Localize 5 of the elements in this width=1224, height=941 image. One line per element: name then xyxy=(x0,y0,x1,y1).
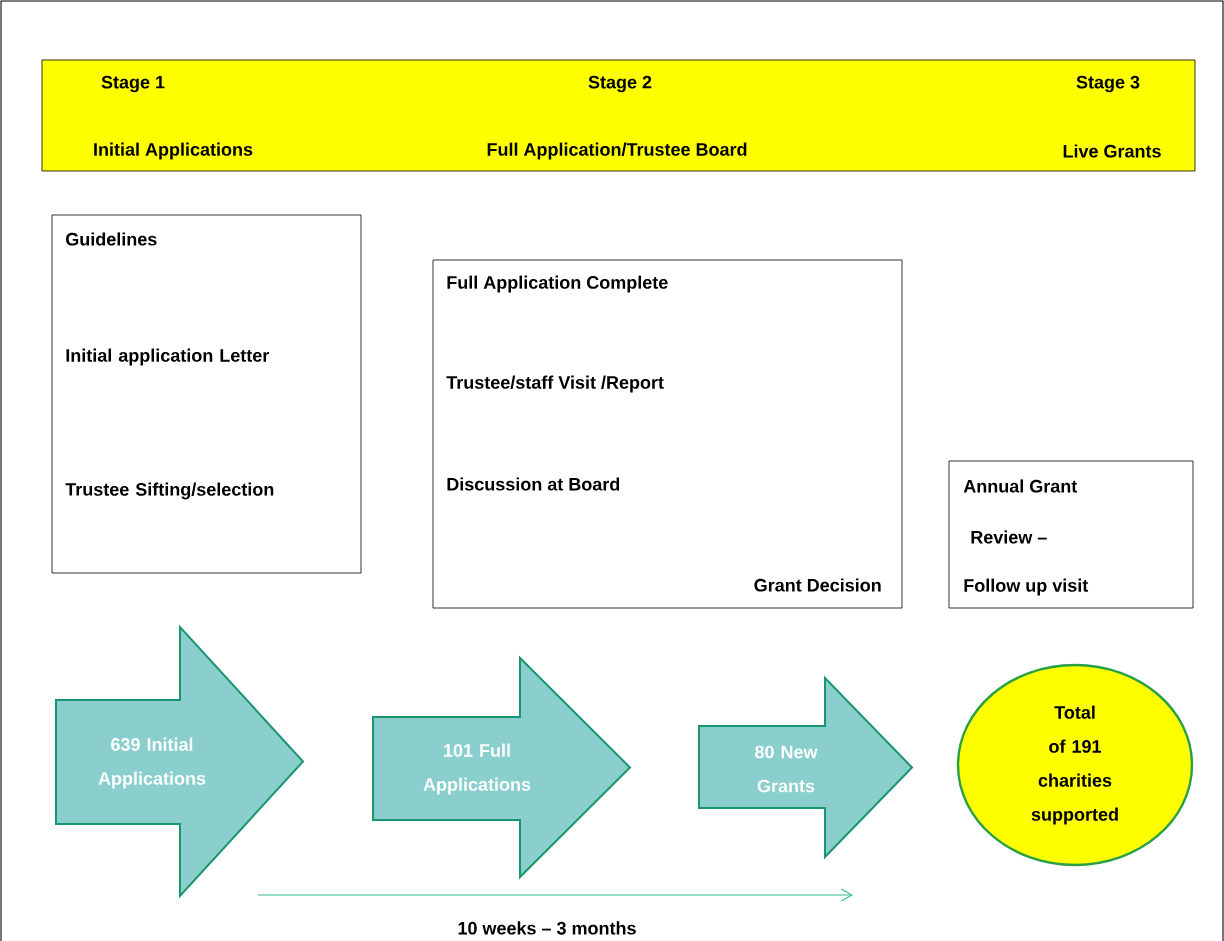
duration-label: 10 weeks – 3 months xyxy=(458,921,636,935)
text-box: Annual Grant Review – Follow up visit xyxy=(948,460,1194,609)
stage-band: Stage 1 Initial Applications Stage 2 Full Application/Trustee Board Stage 3 Live Grants xyxy=(41,59,1196,172)
text-box: Guidelines Initial application Letter Trustee Sifting/selection xyxy=(51,214,362,574)
text-box: Full Application Complete Trustee/staff Visit /Report Discussion at Board Grant Decision xyxy=(432,259,903,609)
